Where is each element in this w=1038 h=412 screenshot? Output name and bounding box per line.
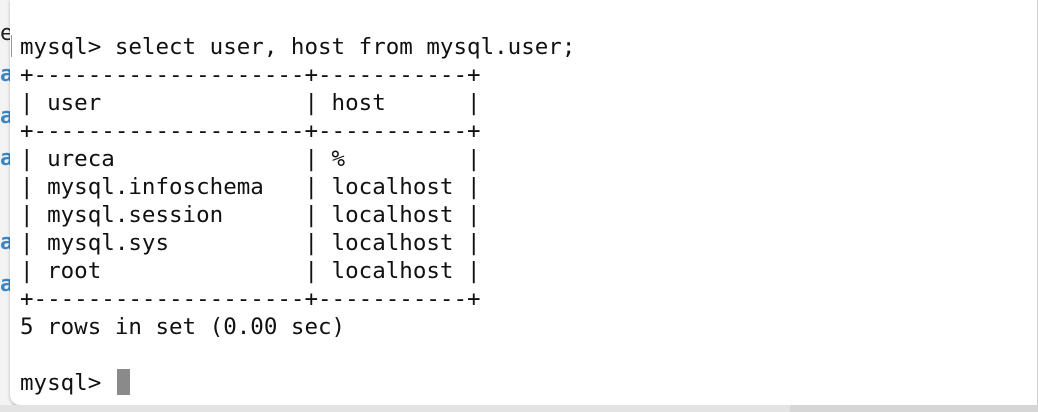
selection-marker xyxy=(11,35,12,57)
terminal-output[interactable]: mysql> select user, host from mysql.user… xyxy=(20,33,575,397)
blank-line xyxy=(20,341,575,369)
table-row: | mysql.session | localhost | xyxy=(20,202,481,228)
table-header-row: | user | host | xyxy=(20,90,481,116)
table-row: | root | localhost | xyxy=(20,258,481,284)
table-row: | mysql.infoschema | localhost | xyxy=(20,174,481,200)
background-text-char: a xyxy=(0,62,12,87)
prompt-line[interactable]: mysql> xyxy=(20,369,575,397)
table-border: +--------------------+-----------+ xyxy=(20,62,481,88)
background-text-char: a xyxy=(0,146,12,171)
table-row: | mysql.sys | localhost | xyxy=(20,230,481,256)
table-row: | ureca | % | xyxy=(20,146,481,172)
background-text-char: a xyxy=(0,104,12,129)
result-summary: 5 rows in set (0.00 sec) xyxy=(20,314,346,340)
table-border: +--------------------+-----------+ xyxy=(20,118,481,144)
background-bottom-strip xyxy=(0,405,1038,412)
background-window-edge: e a a a a a xyxy=(0,0,12,412)
prompt-text: mysql> xyxy=(20,370,115,396)
terminal-window[interactable] xyxy=(10,0,1038,405)
background-text-char: a xyxy=(0,272,12,297)
table-border: +--------------------+-----------+ xyxy=(20,286,481,312)
background-panel xyxy=(790,405,1038,412)
command-line: mysql> select user, host from mysql.user… xyxy=(20,34,576,60)
background-text-char: e xyxy=(0,21,12,46)
text-cursor xyxy=(116,369,130,395)
background-text-char: a xyxy=(0,230,12,255)
